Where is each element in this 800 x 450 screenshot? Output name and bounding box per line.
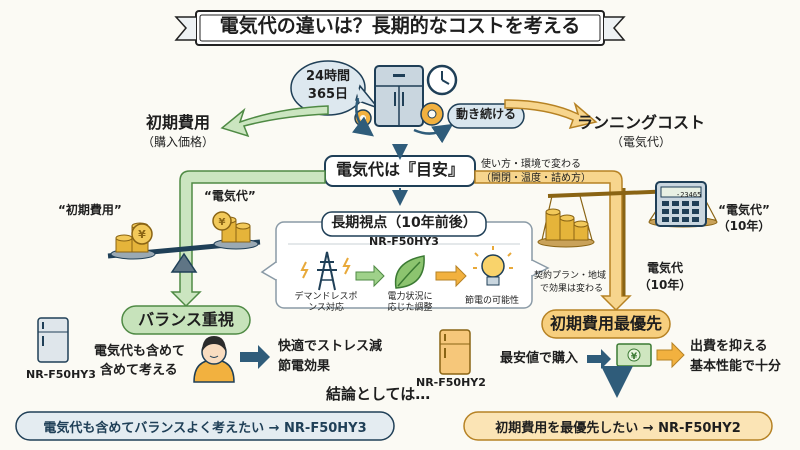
initial-first-model: NR-F50HY2 [416, 376, 486, 389]
title-banner [174, 10, 626, 46]
longterm-model: NR-F50HY3 [369, 235, 439, 248]
cycle-arrow-left [351, 97, 374, 137]
initial-first-header: 初期費用最優先 [549, 314, 662, 333]
fridge-icon [37, 317, 69, 363]
step-arrow-2 [435, 264, 467, 288]
step-1-label-2: ンス対応 [308, 303, 344, 313]
right-elec-quote-years: （10年） [717, 219, 771, 233]
longterm-title-bg [321, 211, 487, 237]
initial-first-result-1: 出費を抑える [690, 339, 768, 354]
footer-left: 電気代も含めてバランスよく考えたい → NR-F50HY3 [43, 420, 367, 436]
running-label: 動き続ける [455, 107, 516, 121]
svg-text:¥: ¥ [219, 217, 226, 228]
step-arrow-1 [355, 264, 385, 288]
balance-text-1: 電気代も含めて [94, 344, 186, 359]
longterm-title: 長期視点（10年前後） [331, 215, 477, 231]
step-2-label-2: 応じた調整 [387, 303, 433, 313]
step-3-label: 節電の可能性 [464, 296, 519, 306]
conclusion-label: 結論としては… [326, 385, 431, 403]
running-pill-bg [447, 103, 525, 129]
footer-right: 初期費用を最優先したい → NR-F50HY2 [495, 420, 741, 436]
balance-result-1: 快適でストレス減 [278, 339, 383, 354]
fridge-icon [439, 329, 471, 375]
guide-note-1: 使い方・環境で変わる [481, 159, 581, 170]
lightbulb-icon [473, 246, 513, 286]
page-title: 電気代の違いは？長期的なコストを考える [219, 15, 581, 37]
left-initial-quote: “初期費用” [58, 203, 122, 217]
24h-label: 24時間 [305, 69, 351, 84]
calculator-display: -23465 [676, 191, 702, 199]
arrow-to-running [504, 99, 598, 130]
contract-note-1: 契約プラン・地域 [534, 271, 607, 281]
balance-result-2: 節電効果 [278, 359, 331, 374]
365d-label: 365日 [307, 87, 349, 102]
buy-arrow [587, 349, 611, 369]
calculator-icon [655, 181, 707, 227]
step-2-label-1: 電力状況に [387, 292, 433, 302]
right-coins-years: （10年） [638, 278, 692, 292]
guide-note-2: （開閉・温度・詰め方） [481, 173, 591, 184]
coin-stack-icon: ¥ [212, 211, 251, 243]
coin-stack-icon: ¥ [115, 222, 153, 253]
left-elec-quote: “電気代” [204, 189, 256, 203]
step-1-label-1: デマンドレスポ [294, 292, 358, 302]
running-cost-sub: （電気代） [610, 135, 671, 149]
cycle-arrow-right [413, 123, 454, 144]
running-cost-label: ランニングコスト [576, 113, 705, 132]
arrow-to-initial-first [474, 170, 632, 312]
banknote-icon: ¥ [616, 343, 652, 367]
footer-left-bg [15, 411, 395, 441]
initial-cost-label: 初期費用 [145, 113, 210, 132]
balance-pill-bg [121, 305, 251, 335]
leaf-icon [394, 255, 425, 289]
initial-first-buy: 最安値で購入 [500, 351, 579, 366]
right-elec-quote: “電気代” [718, 203, 770, 217]
arrow-to-balance [170, 170, 326, 308]
fridge-icon [374, 65, 424, 127]
balance-model: NR-F50HY3 [26, 368, 96, 381]
person-icon [193, 336, 235, 383]
footer-right-bg [463, 411, 773, 441]
clock-icon [426, 64, 458, 96]
arrow-to-initial [220, 105, 329, 138]
result-arrow-right [656, 341, 685, 369]
contract-note-2: で効果は変わる [540, 284, 604, 294]
right-coins-label: 電気代 [646, 261, 683, 275]
24h-bubble [290, 60, 381, 116]
svg-text:¥: ¥ [631, 352, 638, 362]
guide-label: 電気代は『目安』 [335, 160, 464, 179]
initial-first-result-2: 基本性能で十分 [690, 359, 782, 374]
balance-header: バランス重視 [138, 310, 234, 329]
power-tower-icon [300, 251, 351, 291]
result-arrow-left [240, 345, 270, 369]
initial-cost-sub: （購入価格） [141, 135, 214, 149]
coin-stack-icon [545, 208, 589, 241]
initial-first-pill-bg [541, 309, 671, 339]
svg-text:¥: ¥ [138, 228, 146, 241]
balance-text-2: 含めて考える [100, 363, 178, 378]
